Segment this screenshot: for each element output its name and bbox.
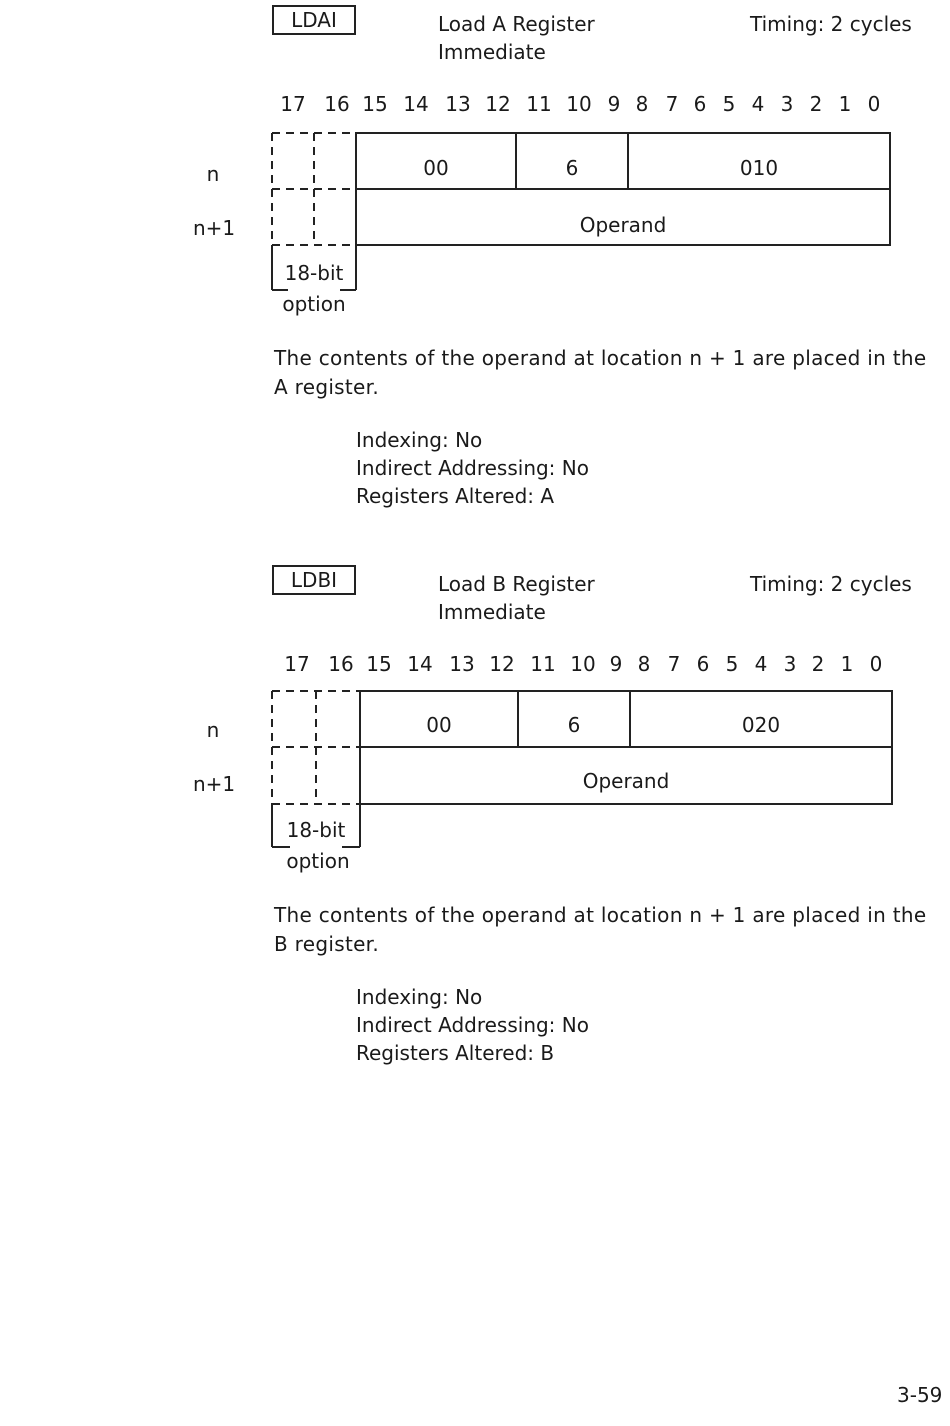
mnemonic-box: LDAI (272, 5, 356, 35)
bit-number: 4 (754, 652, 768, 676)
name-line1: Load A Register (438, 12, 595, 36)
indirect-addressing: Indirect Addressing: No (356, 456, 589, 480)
field-operand: Operand (579, 213, 667, 237)
bit-number: 0 (869, 652, 883, 676)
description-line1: The contents of the operand at location … (274, 346, 927, 370)
page-number: 3-59 (897, 1383, 943, 1407)
bit-number: 8 (637, 652, 651, 676)
option-label-line1: 18-bit (286, 818, 346, 842)
bit-number: 14 (407, 652, 433, 676)
timing: Timing: 2 cycles (750, 572, 912, 596)
field-function: 010 (739, 156, 779, 180)
bit-number: 17 (284, 652, 310, 676)
bit-number: 10 (570, 652, 596, 676)
bit-number: 13 (445, 92, 471, 116)
row-label-n-plus-1: n+1 (193, 772, 236, 796)
mnemonic: LDAI (291, 8, 337, 32)
bit-number: 6 (696, 652, 710, 676)
instruction-name: Load B Register Immediate (438, 570, 595, 626)
bit-number: 10 (566, 92, 592, 116)
field-function: 020 (741, 713, 781, 737)
bit-number: 4 (751, 92, 765, 116)
instruction-attributes: Indexing: No Indirect Addressing: No Reg… (356, 983, 589, 1067)
word-format-diagram (271, 690, 893, 848)
bit-number: 12 (489, 652, 515, 676)
field-group: 6 (567, 713, 581, 737)
option-label-line2: option (286, 849, 350, 873)
instruction-ldbi: LDBI Load B Register Immediate Timing: 2… (0, 560, 950, 1100)
indexing: Indexing: No (356, 428, 483, 452)
instruction-ldai: LDAI Load A Register Immediate Timing: 2… (0, 0, 950, 540)
bit-number: 12 (485, 92, 511, 116)
field-opcode: 00 (426, 713, 452, 737)
bit-number: 1 (838, 92, 852, 116)
row-label-n: n (206, 162, 220, 186)
option-label-line1: 18-bit (284, 261, 344, 285)
name-line2: Immediate (438, 600, 546, 624)
bit-number: 7 (665, 92, 679, 116)
bit-number: 5 (722, 92, 736, 116)
bit-number: 11 (530, 652, 556, 676)
field-opcode: 00 (423, 156, 449, 180)
description: The contents of the operand at location … (274, 344, 926, 402)
bit-number: 16 (328, 652, 354, 676)
bit-number: 17 (280, 92, 306, 116)
field-group: 6 (565, 156, 579, 180)
bit-number: 2 (811, 652, 825, 676)
word-format-diagram (271, 132, 891, 291)
registers-altered: Registers Altered: A (356, 484, 555, 508)
bit-number-row: 17 16 15 14 13 12 11 10 9 8 7 6 5 4 3 2 … (0, 652, 950, 676)
mnemonic-box: LDBI (272, 565, 356, 595)
instruction-attributes: Indexing: No Indirect Addressing: No Reg… (356, 426, 589, 510)
description-line1: The contents of the operand at location … (274, 903, 927, 927)
bit-number: 1 (840, 652, 854, 676)
bit-number: 3 (783, 652, 797, 676)
timing: Timing: 2 cycles (750, 12, 912, 36)
indexing: Indexing: No (356, 985, 483, 1009)
row-label-n: n (206, 718, 220, 742)
bit-number: 0 (867, 92, 881, 116)
bit-number: 11 (526, 92, 552, 116)
name-line2: Immediate (438, 40, 546, 64)
bit-number: 3 (780, 92, 794, 116)
bit-number: 5 (725, 652, 739, 676)
field-operand: Operand (582, 769, 670, 793)
mnemonic: LDBI (290, 568, 338, 592)
description: The contents of the operand at location … (274, 901, 926, 959)
bit-number: 9 (609, 652, 623, 676)
name-line1: Load B Register (438, 572, 595, 596)
description-line2: A register. (274, 375, 379, 399)
bit-number: 2 (809, 92, 823, 116)
registers-altered: Registers Altered: B (356, 1041, 555, 1065)
bit-number: 9 (607, 92, 621, 116)
bit-number: 16 (324, 92, 350, 116)
instruction-name: Load A Register Immediate (438, 10, 595, 66)
bit-number: 6 (693, 92, 707, 116)
bit-number: 13 (449, 652, 475, 676)
bit-number: 15 (366, 652, 392, 676)
row-label-n-plus-1: n+1 (193, 216, 236, 240)
bit-number: 7 (667, 652, 681, 676)
bit-number-row: 17 16 15 14 13 12 11 10 9 8 7 6 5 4 3 2 … (0, 92, 950, 116)
indirect-addressing: Indirect Addressing: No (356, 1013, 589, 1037)
bit-number: 14 (403, 92, 429, 116)
option-label-line2: option (282, 292, 346, 316)
bit-number: 8 (635, 92, 649, 116)
description-line2: B register. (274, 932, 380, 956)
bit-number: 15 (362, 92, 388, 116)
